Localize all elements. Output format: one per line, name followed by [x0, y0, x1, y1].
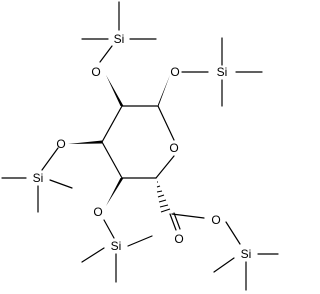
wedge-c3-o [68, 140, 102, 144]
c2-oxygen-label: O [91, 65, 100, 79]
bond-carboxyl-c-ester-o [171, 213, 205, 219]
methyl-si-bottom-2 [81, 247, 105, 263]
structure-canvas: O O O O O O O Si Si Si Si Si [1, 1, 279, 291]
c4-oxygen-label: O [93, 205, 102, 219]
bond-o-si-left [41, 147, 59, 171]
bond-c4-c3 [101, 141, 123, 179]
methyl-si-ester-3 [213, 257, 235, 273]
wedge-c4-o [106, 178, 124, 206]
methyl-si-left-3 [49, 179, 73, 189]
si-bottom-label: Si [111, 239, 122, 253]
c1-oxygen-label: O [170, 65, 179, 79]
ring-oxygen-label: O [169, 141, 178, 155]
bond-ring-o-c5 [155, 155, 175, 179]
si-top-label: Si [114, 32, 125, 46]
bond-carbonyl-double-1 [169, 213, 177, 231]
bond-ester-o-si [225, 221, 241, 245]
methyl-si-bottom-3 [127, 235, 153, 247]
bond-o-si-top [99, 45, 113, 63]
wedge-c1-o [158, 75, 170, 108]
si-left-label: Si [33, 171, 44, 185]
bond-carbonyl-double-2 [173, 212, 181, 230]
hash-c5-carboxyl [156, 181, 171, 213]
molecule-structure: O O O O O O O Si Si Si Si Si [1, 1, 279, 291]
bond-c3-c2 [101, 105, 123, 143]
bond-o-si-bottom [103, 219, 115, 239]
c3-oxygen-label: O [56, 137, 65, 151]
wedge-c2-o [106, 75, 124, 106]
bond-c1-ring-o [157, 105, 175, 141]
carbonyl-oxygen-label: O [174, 232, 183, 246]
ester-oxygen-label: O [211, 213, 220, 227]
si-ester-label: Si [241, 247, 252, 261]
si-right-label: Si [217, 65, 228, 79]
